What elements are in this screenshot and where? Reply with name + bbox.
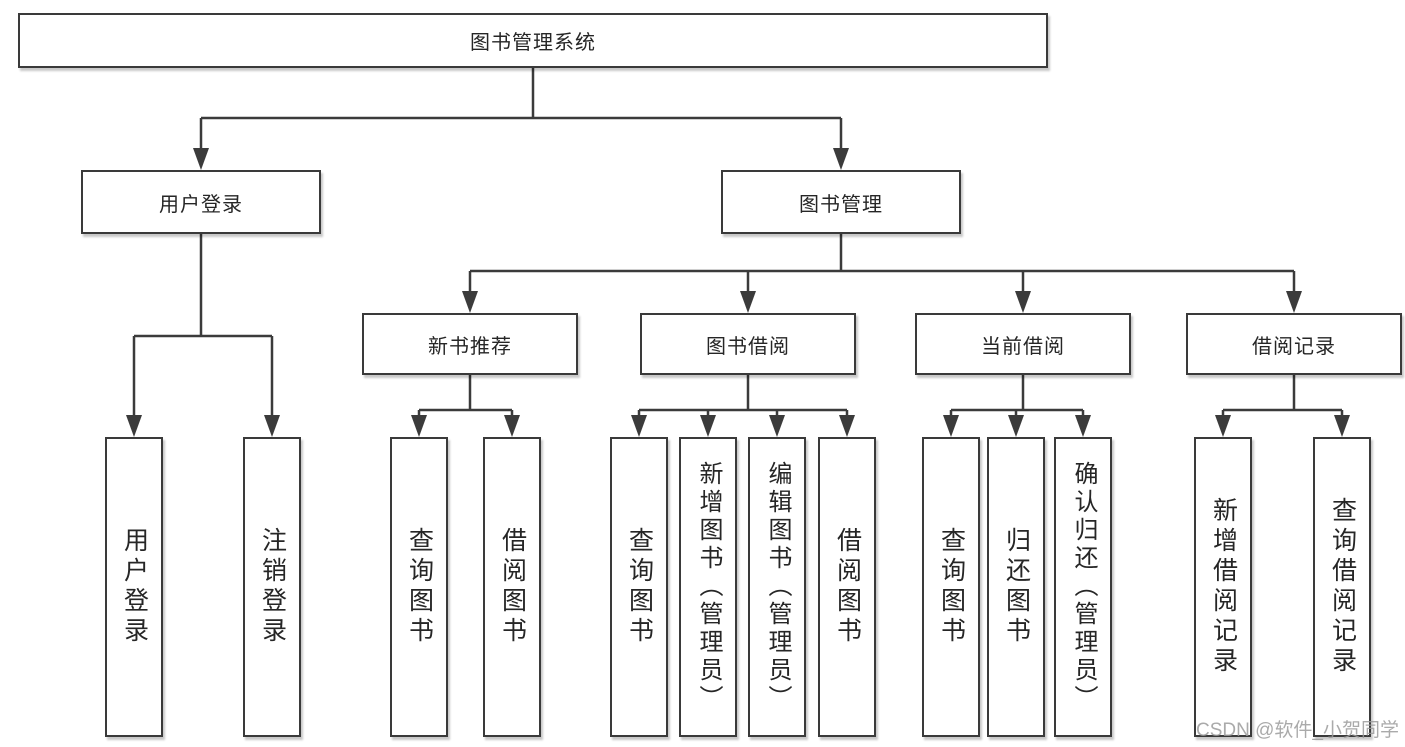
leaf-user-login: 用户登录 [105,437,163,737]
node-new-book-recommendation: 新书推荐 [362,313,578,375]
leaf-borrow-books: 借阅图书 [818,437,876,737]
leaf-edit-books-admin: 编辑图书（管理员） [748,437,806,737]
node-borrowing-records: 借阅记录 [1186,313,1402,375]
leaf-query-borrow-record: 查询借阅记录 [1313,437,1371,737]
leaf-logout: 注销登录 [243,437,301,737]
node-book-borrowing: 图书借阅 [640,313,856,375]
watermark: CSDN @软件_小贺同学 [1196,720,1399,741]
node-current-borrowing: 当前借阅 [915,313,1131,375]
leaf-borrow-books-recommend: 借阅图书 [483,437,541,737]
node-book-management: 图书管理 [721,170,961,234]
leaf-query-books-recommend: 查询图书 [390,437,448,737]
leaf-query-books-borrowing: 查询图书 [610,437,668,737]
leaf-query-books-current: 查询图书 [922,437,980,737]
leaf-return-books: 归还图书 [987,437,1045,737]
leaf-confirm-return-admin: 确认归还（管理员） [1054,437,1112,737]
node-user-login: 用户登录 [81,170,321,234]
leaf-add-borrow-record: 新增借阅记录 [1194,437,1252,737]
leaf-add-books-admin: 新增图书（管理员） [679,437,737,737]
node-library-management-system: 图书管理系统 [18,13,1048,68]
